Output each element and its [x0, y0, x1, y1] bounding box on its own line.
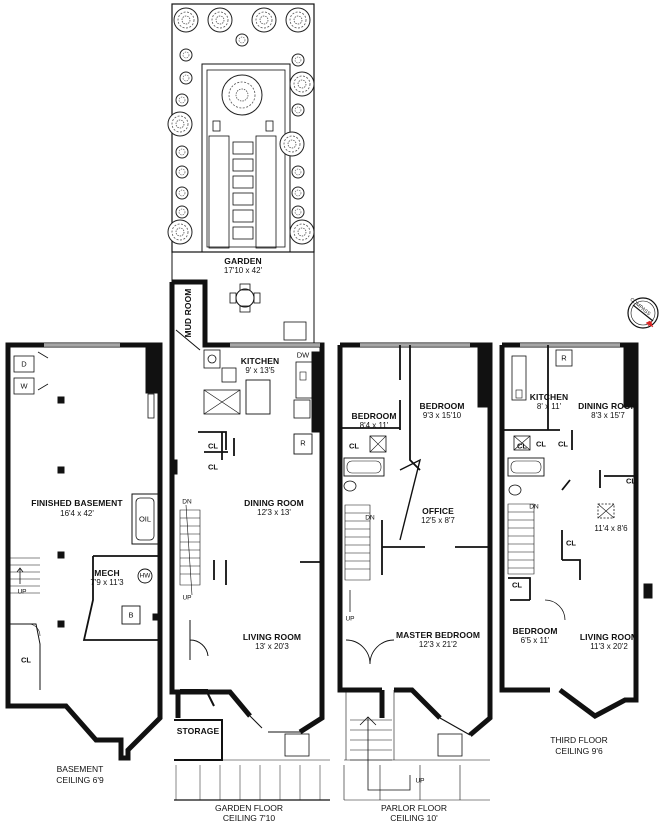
dryer-label: D: [21, 359, 27, 369]
third-dn-label: DN: [529, 503, 539, 511]
parlor-dn-label: DN: [365, 514, 375, 522]
master-bedroom-label: MASTER BEDROOM: [395, 630, 481, 640]
garden-closet-1-label: CL: [208, 441, 218, 451]
office-label: OFFICE: [422, 506, 454, 516]
dishwasher-label: DW: [296, 350, 310, 360]
basement-footer-line2: CEILING 6'9: [56, 775, 104, 785]
third-floor-plan: [499, 342, 653, 719]
compass-icon: [627, 297, 659, 329]
finished-basement-label: FINISHED BASEMENT: [31, 498, 123, 508]
third-floor-footer-line1: THIRD FLOOR: [550, 735, 608, 745]
basement-footer-line1: BASEMENT: [56, 764, 104, 774]
basement-plan: [5, 342, 163, 761]
third-bedroom-label: BEDROOM: [512, 626, 558, 636]
living-room-label: LIVING ROOM: [242, 632, 302, 642]
garden-floor-footer-line2: CEILING 7'10: [222, 813, 276, 823]
third-floor-footer-line2: CEILING 9'6: [555, 746, 603, 756]
storage-label: STORAGE: [176, 726, 220, 736]
garden-dn-label: DN: [182, 498, 192, 506]
kitchen-label: KITCHEN: [240, 356, 280, 366]
parlor-closet-label: CL: [349, 441, 359, 451]
third-dining-room-label: DINING ROOM: [578, 401, 638, 411]
third-bedroom-dims: 6'5 x 11': [520, 636, 550, 645]
garden-floor-plan: [169, 279, 330, 801]
parlor-bedroom-1-label: BEDROOM: [351, 411, 397, 421]
parlor-bedroom-2-label: BEDROOM: [419, 401, 465, 411]
office-dims: 12'5 x 8'7: [421, 516, 455, 525]
water-heater-label: HW: [139, 572, 151, 580]
third-closet-1-label: CL: [517, 441, 527, 451]
third-closet-5-label: CL: [566, 538, 576, 548]
third-kitchen-label: KITCHEN: [529, 392, 569, 402]
compass-north-label: N: [647, 322, 653, 328]
third-closet-2-label: CL: [536, 439, 546, 449]
kitchen-dims: 9' x 13'5: [245, 366, 275, 375]
boiler-label: B: [128, 610, 134, 620]
third-living-room-label: LIVING ROOM: [579, 632, 639, 642]
garden-floor-footer-line1: GARDEN FLOOR: [214, 803, 284, 813]
third-closet-6-label: CL: [512, 580, 522, 590]
garden-closet-2-label: CL: [208, 462, 218, 472]
parlor-bedroom-2-dims: 9'3 x 15'10: [422, 411, 462, 420]
parlor-floor-plan: [337, 342, 493, 801]
mech-label: MECH: [94, 568, 120, 578]
third-closet-3-label: CL: [558, 439, 568, 449]
skylight-dims: 11'4 x 8'6: [594, 524, 628, 533]
parlor-floor-footer-line1: PARLOR FLOOR: [381, 803, 447, 813]
mud-room-label: MUD ROOM: [183, 288, 193, 338]
third-living-room-dims: 11'3 x 20'2: [590, 642, 628, 651]
dining-room-label: DINING ROOM: [244, 498, 304, 508]
refrigerator-label: R: [300, 438, 306, 448]
master-bedroom-dims: 12'3 x 21'2: [418, 640, 458, 649]
third-dining-room-dims: 8'3 x 15'7: [591, 411, 625, 420]
finished-basement-dims: 16'4 x 42': [60, 509, 94, 518]
garden-label: GARDEN: [224, 256, 262, 266]
third-closet-4-label: CL: [626, 476, 636, 486]
garden-up-label: UP: [182, 594, 192, 602]
garden-plan: [167, 3, 315, 345]
mech-dims: 7'9 x 11'3: [90, 578, 124, 587]
washer-label: W: [20, 381, 28, 391]
parlor-floor-footer-line2: CEILING 10': [390, 813, 438, 823]
third-refrigerator-label: R: [561, 353, 567, 363]
garden-dims: 17'10 x 42': [223, 266, 263, 275]
stoop-up-label: UP: [415, 777, 425, 785]
dining-room-dims: 12'3 x 13': [257, 508, 291, 517]
basement-closet-label: CL: [21, 655, 31, 665]
living-room-dims: 13' x 20'3: [255, 642, 289, 651]
parlor-up-label: UP: [345, 615, 355, 623]
oil-tank-label: OIL: [138, 514, 152, 524]
third-kitchen-dims: 8' x 11': [536, 402, 562, 411]
basement-up-label: UP: [17, 588, 27, 596]
parlor-bedroom-1-dims: 8'4 x 11': [359, 421, 389, 430]
